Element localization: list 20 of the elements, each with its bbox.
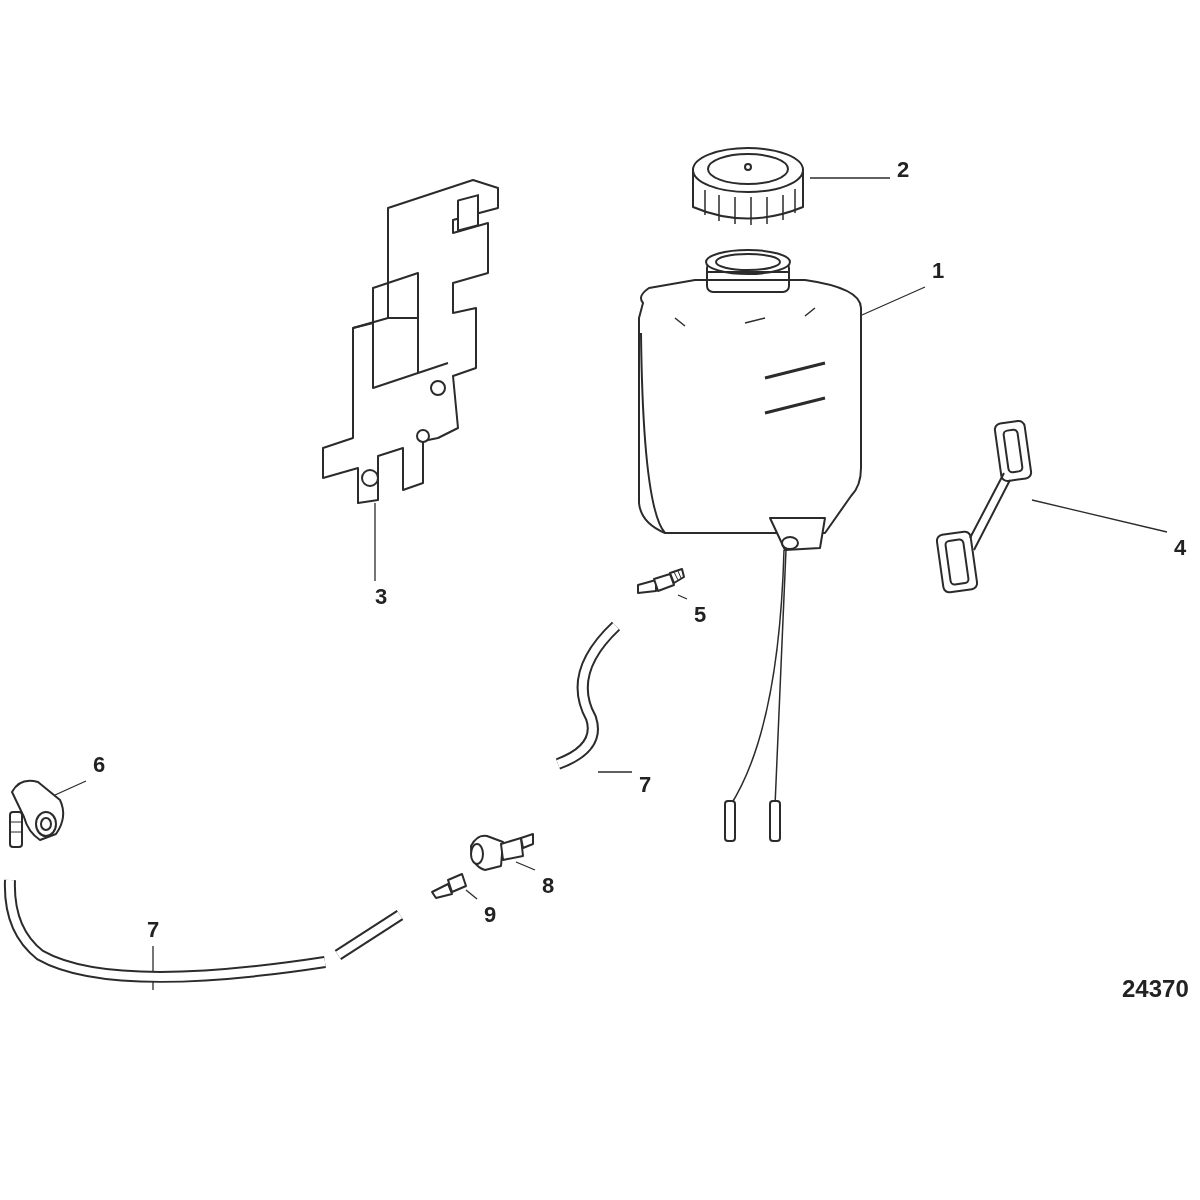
leader-line [861,286,926,316]
leader-line [465,889,478,900]
leader-line [677,594,688,600]
callout-number: 1 [928,258,948,284]
callout-number: 7 [143,917,163,943]
leader-line [1031,499,1168,533]
callout-number: 3 [371,584,391,610]
callout-number: 4 [1170,535,1190,561]
figure-number: 24370 [1122,977,1189,1001]
callout-number: 7 [635,772,655,798]
leader-line [54,780,87,796]
leader-line [374,502,376,582]
leader-line [597,771,633,773]
leader-line [515,861,536,871]
callout-number: 5 [690,602,710,628]
callout-number: 9 [480,902,500,928]
callout-number: 6 [89,752,109,778]
leader-line [809,177,891,179]
callout-number: 2 [893,157,913,183]
callout-number: 8 [538,873,558,899]
